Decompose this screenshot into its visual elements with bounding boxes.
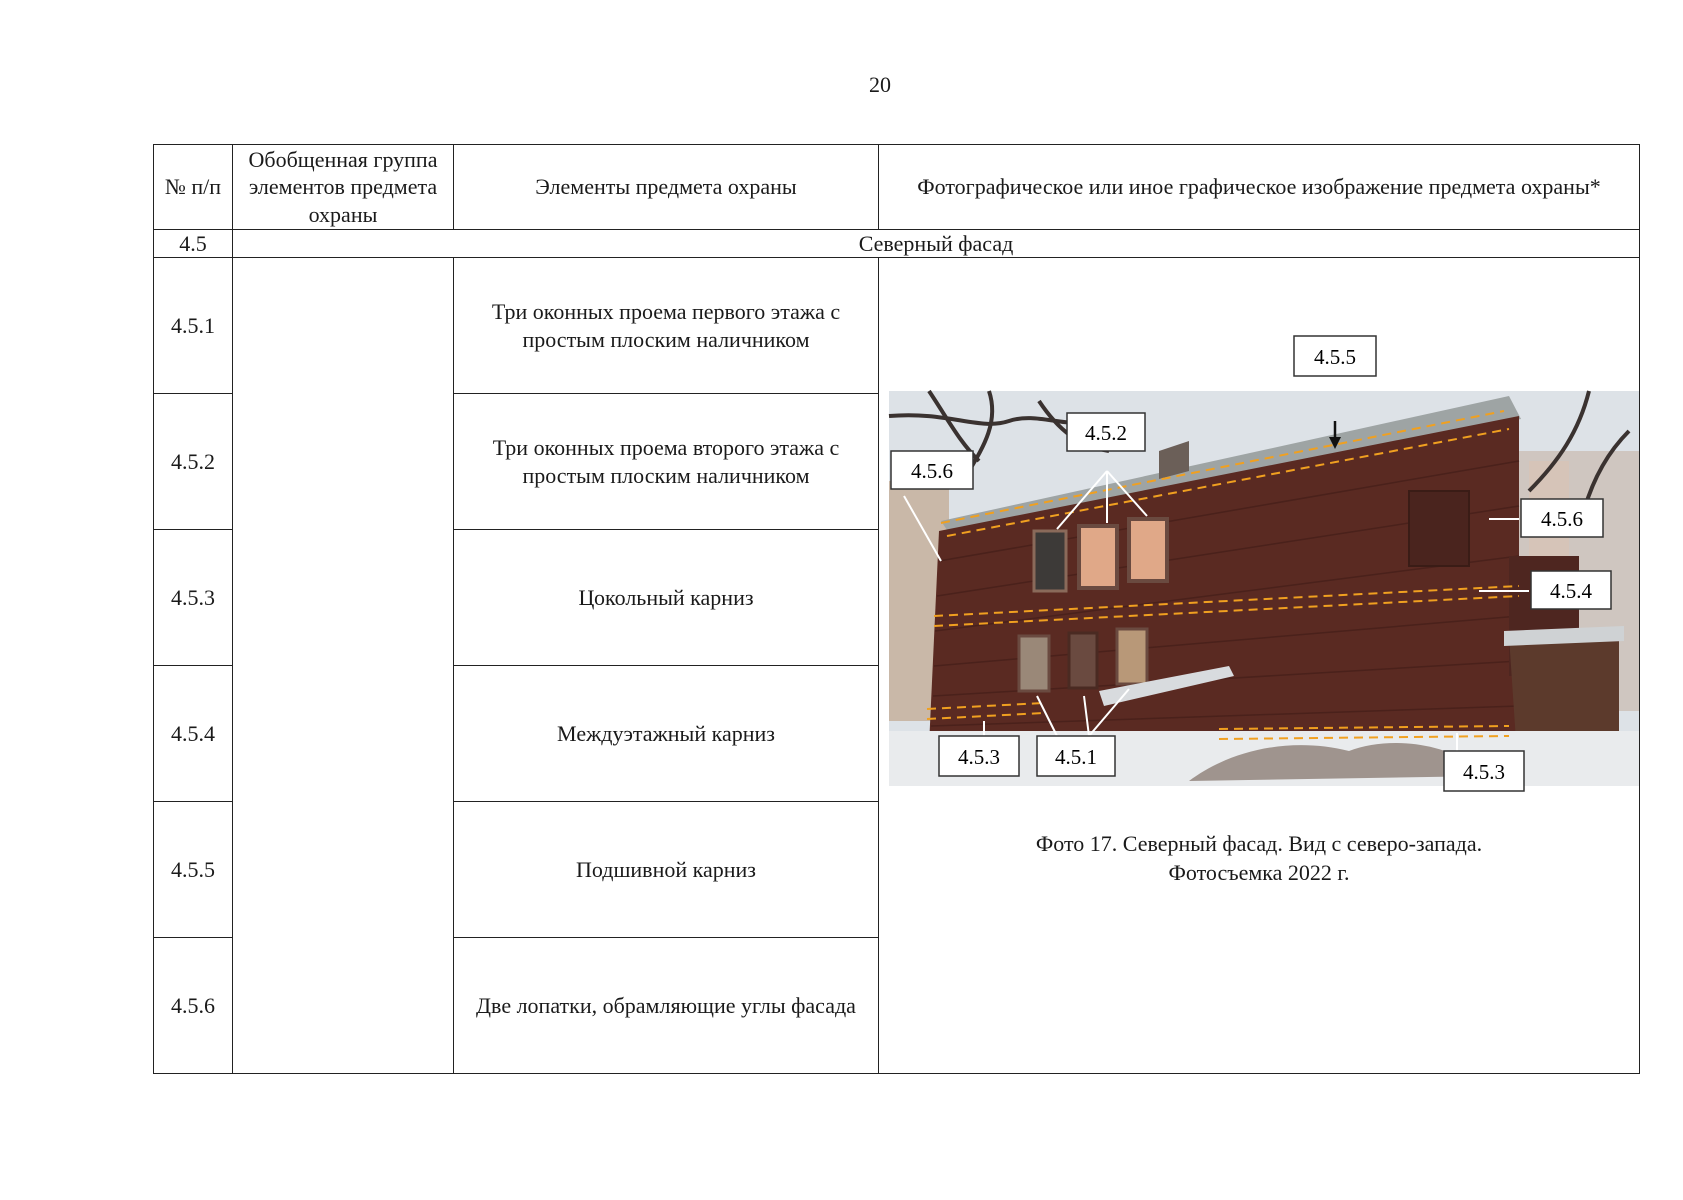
header-elements: Элементы предмета охраны [453,144,879,230]
svg-text:4.5.3: 4.5.3 [958,745,1000,769]
table-row: 4.5.4 Междуэтажный карниз [153,665,1640,802]
callout-4-5-2: 4.5.2 [1066,412,1146,452]
group-cell [232,257,454,1074]
svg-text:4.5.6: 4.5.6 [911,459,953,483]
callout-4-5-3-left: 4.5.3 [938,735,1020,777]
callout-4-5-6-right: 4.5.6 [1520,498,1604,538]
row-num: 4.5.4 [153,665,233,802]
row-num: 4.5.6 [153,937,233,1074]
table-row: 4.5.6 Две лопатки, обрамляющие углы фаса… [153,937,1640,1074]
section-num: 4.5 [153,229,233,258]
table-row: 4.5.3 Цокольный карниз [153,529,1640,666]
row-num: 4.5.3 [153,529,233,666]
callout-4-5-3-right: 4.5.3 [1443,750,1525,792]
row-text: Три оконных проема первого этажа с прост… [453,257,879,394]
photo-caption: Фото 17. Северный фасад. Вид с северо-за… [879,830,1639,887]
row-num: 4.5.5 [153,801,233,938]
svg-text:4.5.4: 4.5.4 [1550,579,1593,603]
section-title: Северный фасад [232,229,1640,258]
callout-4-5-1: 4.5.1 [1036,735,1116,777]
photo-cell: 4.5.5 4.5.2 4.5.6 4.5.6 [878,257,1640,1074]
row-text: Две лопатки, обрамляющие углы фасада [453,937,879,1074]
callout-arrows [903,470,1529,751]
page-number: 20 [869,72,891,97]
caption-line-1: Фото 17. Северный фасад. Вид с северо-за… [1035,831,1483,856]
windows-first-floor [1017,627,1149,693]
svg-text:4.5.1: 4.5.1 [1055,745,1097,769]
callout-4-5-5: 4.5.5 [1293,335,1377,377]
svg-text:4.5.5: 4.5.5 [1314,345,1356,369]
svg-text:4.5.3: 4.5.3 [1463,760,1505,784]
header-group: Обобщенная группа элементов предмета охр… [232,144,454,230]
table-row: 4.5.2 Три оконных проема второго этажа с… [153,393,1640,530]
row-num: 4.5.1 [153,257,233,394]
header-num: № п/п [153,144,233,230]
callout-4-5-6-left: 4.5.6 [890,450,974,490]
row-text: Три оконных проема второго этажа с прост… [453,393,879,530]
caption-line-2: Фотосъемка 2022 г. [1168,859,1350,885]
table-row: 4.5.5 Подшивной карниз [153,801,1640,938]
svg-text:4.5.6: 4.5.6 [1541,507,1583,531]
roof [941,396,1521,536]
callout-4-5-4: 4.5.4 [1530,570,1612,610]
svg-text:4.5.2: 4.5.2 [1085,421,1127,445]
highlight-lines [926,410,1520,740]
header-image: Фотографическое или иное графическое изо… [878,144,1640,230]
row-text: Подшивной карниз [453,801,879,938]
row-text: Междуэтажный карниз [453,665,879,802]
facade-photo: 4.5.5 4.5.2 4.5.6 4.5.6 [888,335,1639,811]
row-text: Цокольный карниз [453,529,879,666]
protection-table: № п/п Обобщенная группа элементов предме… [153,144,1640,1074]
windows-second-floor [1032,517,1169,593]
section-row: 4.5 Северный фасад [153,229,1640,258]
table-row: 4.5.1 Три оконных проема первого этажа с… [153,257,1640,1074]
table-header-row: № п/п Обобщенная группа элементов предме… [153,144,1640,230]
row-num: 4.5.2 [153,393,233,530]
